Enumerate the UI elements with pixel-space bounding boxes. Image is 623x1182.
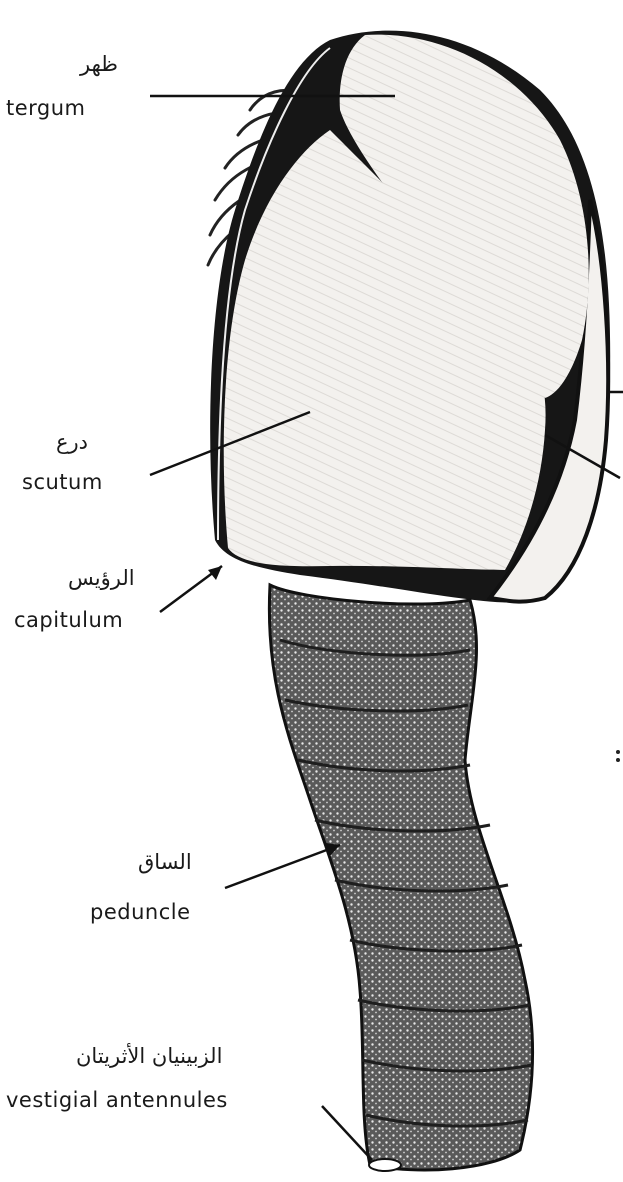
antennules-arabic-label: الزبينيان الأثريتان [76,1044,222,1068]
tergum-arabic-label: ظهر [80,52,118,76]
antennule-nub [369,1159,401,1171]
peduncle-arabic-label: الساق [138,850,192,874]
antennules-label: vestigial antennules [6,1088,228,1112]
capitulum-arabic-label: الرؤيس [68,566,135,590]
peduncle-label: peduncle [90,900,191,924]
scutum-arabic-label: درع [56,430,88,454]
tergum-label: tergum [6,96,86,120]
edge-mark [616,750,620,762]
capitulum-label: capitulum [14,608,123,632]
scutum-label: scutum [22,470,103,494]
peduncle-stalk [269,585,532,1170]
